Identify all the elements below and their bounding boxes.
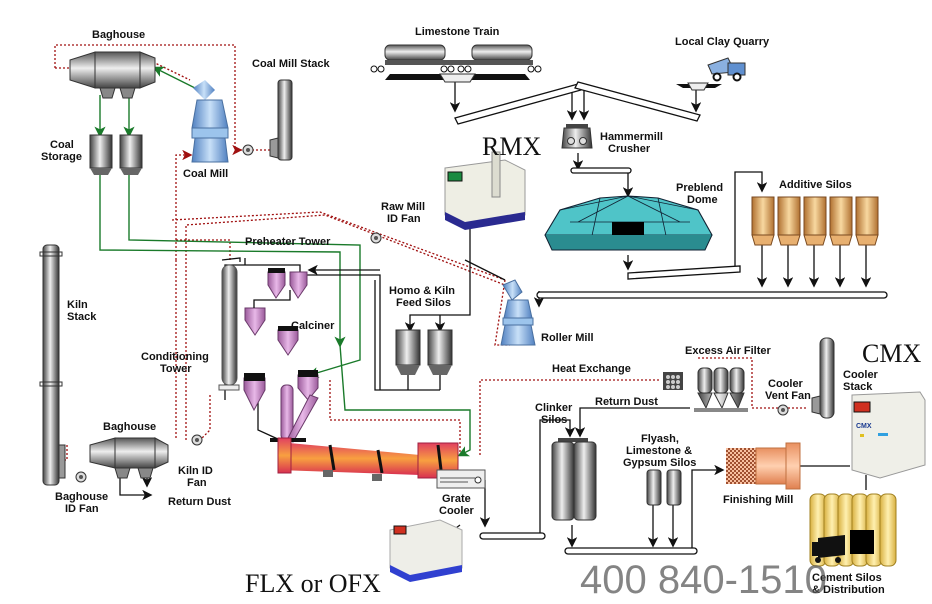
coal-baghouse	[69, 51, 156, 99]
additive-silo-cone	[751, 234, 775, 246]
label-preblend-1: Preblend	[676, 182, 723, 194]
label-conditioning-1: Conditioning	[141, 351, 209, 363]
roller-mill	[370, 232, 536, 346]
label-cooler-vent-fan-1: Cooler	[768, 378, 804, 390]
label-coal-mill-stack: Coal Mill Stack	[252, 58, 331, 70]
additive-silo-cone	[803, 234, 827, 246]
label-raw-mill-id-fan-2: ID Fan	[387, 213, 421, 225]
additive-silo	[803, 196, 827, 236]
label-kiln-stack-1: Kiln	[67, 299, 88, 311]
hammermill-crusher	[561, 124, 593, 149]
label-return-dust-left: Return Dust	[168, 496, 231, 508]
cmx-badge-label: CMX	[856, 423, 872, 430]
label-coal-mill: Coal Mill	[183, 168, 228, 180]
flx-analyzer	[389, 519, 463, 582]
label-kiln-stack-2: Stack	[67, 311, 97, 323]
label-cooler-stack-1: Cooler	[843, 369, 879, 381]
gas-flow-lines	[54, 44, 808, 461]
heat-exchanger	[663, 372, 683, 390]
label-baghouse-bottom: Baghouse	[103, 421, 156, 433]
labels: Baghouse Coal Mill Stack Coal Storage Co…	[41, 26, 921, 598]
conveyor-belts	[454, 81, 888, 555]
label-cooler-stack-2: Stack	[843, 381, 873, 393]
coal-mill	[191, 80, 229, 163]
excess-air-filter	[694, 367, 748, 412]
label-kiln-id-fan-2: Fan	[187, 477, 207, 489]
flyash-limestone-gypsum-silos	[646, 469, 682, 506]
label-conditioning-2: Tower	[160, 363, 192, 375]
limestone-train	[370, 44, 542, 83]
additive-silo-cone	[855, 234, 879, 246]
label-finishing-mill: Finishing Mill	[723, 494, 793, 506]
label-flx-or-ofx: FLX or OFX	[245, 569, 381, 598]
additive-silo	[777, 196, 801, 236]
label-excess-air-filter: Excess Air Filter	[685, 345, 772, 357]
coal-storage-silos	[89, 134, 143, 175]
label-preheater-tower: Preheater Tower	[245, 236, 331, 248]
coal-mill-stack	[242, 79, 293, 161]
additive-silo	[855, 196, 879, 236]
label-raw-mill-id-fan-1: Raw Mill	[381, 201, 425, 213]
label-cmx: CMX	[862, 339, 921, 368]
kiln-stack	[39, 244, 87, 486]
local-clay-quarry-truck	[676, 57, 746, 91]
additive-silo-cone	[777, 234, 801, 246]
label-grate-cooler-1: Grate	[442, 493, 471, 505]
label-cooler-vent-fan-2: Vent Fan	[765, 390, 811, 402]
rmx-analyzer	[444, 151, 526, 230]
label-heat-exchange: Heat Exchange	[552, 363, 631, 375]
cement-silo	[879, 493, 897, 567]
label-flyash-2: Limestone &	[626, 445, 692, 457]
label-cement-silos-2: & Distribution	[812, 584, 885, 596]
phone-watermark: 400 840-1510	[580, 558, 827, 602]
label-preblend-2: Dome	[687, 194, 718, 206]
label-cement-silos-1: Cement Silos	[812, 572, 882, 584]
label-clinker-silos-2: Silos	[541, 414, 567, 426]
additive-silo	[829, 196, 853, 236]
preblend-dome	[544, 195, 713, 251]
label-grate-cooler-2: Cooler	[439, 505, 475, 517]
label-limestone-train: Limestone Train	[415, 26, 500, 38]
label-coal-storage-1: Coal	[50, 139, 74, 151]
kiln-baghouse	[89, 434, 203, 479]
label-coal-storage-2: Storage	[41, 151, 82, 163]
cement-silos	[809, 493, 897, 567]
cooler-stack	[777, 337, 835, 419]
label-homo-1: Homo & Kiln	[389, 285, 455, 297]
label-hammermill-2: Crusher	[608, 143, 651, 155]
label-flyash-1: Flyash,	[641, 433, 679, 445]
coal-flow-lines	[94, 66, 471, 457]
label-baghouse-id-fan-2: ID Fan	[65, 503, 99, 515]
label-baghouse-id-fan-1: Baghouse	[55, 491, 108, 503]
label-clinker-silos-1: Clinker	[535, 402, 573, 414]
label-return-dust-right: Return Dust	[595, 396, 658, 408]
label-homo-2: Feed Silos	[396, 297, 451, 309]
label-hammermill-1: Hammermill	[600, 131, 663, 143]
label-flyash-3: Gypsum Silos	[623, 457, 696, 469]
additive-silo-cone	[829, 234, 853, 246]
label-kiln-id-fan-1: Kiln ID	[178, 465, 213, 477]
label-calciner: Calciner	[291, 320, 335, 332]
grate-cooler	[436, 469, 486, 489]
label-rmx: RMX	[482, 132, 541, 161]
label-baghouse-top: Baghouse	[92, 29, 145, 41]
additive-silo	[751, 196, 775, 236]
clinker-silos	[551, 438, 597, 521]
additive-silos	[751, 196, 879, 246]
label-additive-silos: Additive Silos	[779, 179, 852, 191]
preheater-tower	[218, 257, 319, 443]
rotary-kiln	[270, 437, 459, 481]
cmx-analyzer: CMX	[851, 391, 926, 479]
homo-kiln-feed-silos	[395, 329, 453, 375]
label-roller-mill: Roller Mill	[541, 332, 594, 344]
finishing-mill	[726, 442, 801, 490]
material-flow-lines	[119, 82, 872, 550]
label-local-clay-quarry: Local Clay Quarry	[675, 36, 770, 48]
